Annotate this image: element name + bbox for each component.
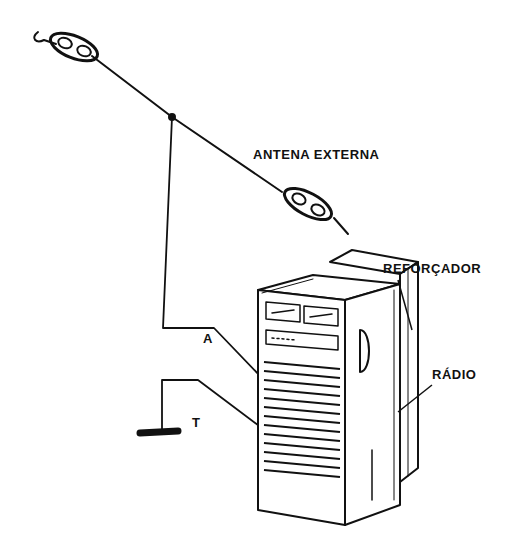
grille-bar xyxy=(264,461,340,468)
grille-bar xyxy=(264,425,340,432)
grille-bar xyxy=(264,371,340,378)
booster-label: REFORÇADOR xyxy=(383,262,481,275)
grille-bar xyxy=(264,452,340,459)
antenna-wire xyxy=(92,56,282,192)
grille-bar xyxy=(264,443,340,450)
grille-bar xyxy=(264,407,340,414)
lead-in-wire xyxy=(163,117,262,378)
ground-wire xyxy=(162,380,262,430)
leader-line xyxy=(398,280,412,330)
grille-bar xyxy=(264,398,340,405)
radio-body xyxy=(258,275,400,525)
side-slot xyxy=(371,450,373,500)
grille-bar xyxy=(264,389,340,396)
wire-label: A xyxy=(203,332,213,345)
radio-label: RÁDIO xyxy=(432,368,476,381)
grille-bar xyxy=(264,380,340,387)
ground-rod xyxy=(140,431,178,433)
wire-label: T xyxy=(192,416,200,429)
grille-bar xyxy=(264,434,340,441)
grille-bar xyxy=(264,416,340,423)
speaker-grille xyxy=(264,362,340,477)
antenna-label: ANTENA EXTERNA xyxy=(253,148,379,161)
leader-line xyxy=(398,385,432,412)
grille-bar xyxy=(264,362,340,369)
insulator xyxy=(47,27,102,66)
antenna-wire-end xyxy=(334,218,348,234)
grille-bar xyxy=(264,470,340,477)
insulator xyxy=(280,182,336,226)
radio-dial xyxy=(266,302,338,350)
tuning-knob xyxy=(360,330,369,372)
